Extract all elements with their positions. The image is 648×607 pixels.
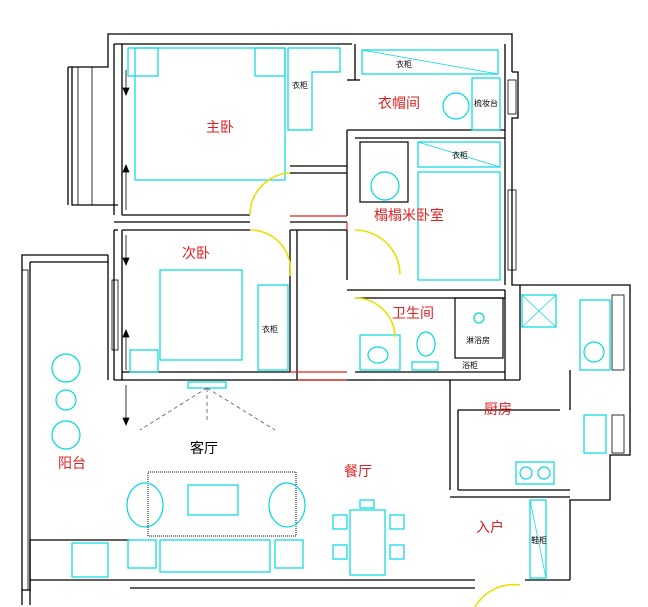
window-markers bbox=[122, 70, 130, 427]
bath-cabinet bbox=[359, 334, 401, 371]
dining-table bbox=[349, 509, 386, 576]
bathroom-door bbox=[354, 297, 396, 338]
label-kitchen: 厨房 bbox=[484, 402, 512, 418]
shower-room bbox=[454, 297, 504, 359]
master-nightstand-right bbox=[254, 47, 286, 77]
tatami-chair bbox=[370, 171, 400, 201]
second-bed bbox=[159, 269, 243, 361]
master-bed bbox=[134, 47, 286, 181]
balcony-plant-2 bbox=[55, 389, 77, 411]
tv-cabinet bbox=[187, 381, 227, 389]
label-entrance: 入户 bbox=[476, 519, 504, 536]
tv-sightlines bbox=[139, 387, 276, 431]
balcony-washer bbox=[71, 542, 109, 578]
armchair-left bbox=[126, 482, 164, 528]
label-wardrobe-master: 衣柜 bbox=[292, 80, 308, 90]
walls bbox=[21, 33, 631, 605]
side-table-left bbox=[127, 539, 157, 569]
kitchen-sink bbox=[583, 414, 607, 454]
tatami-door bbox=[354, 229, 401, 275]
label-wardrobe-top: 衣柜 bbox=[396, 59, 412, 69]
toilet bbox=[416, 331, 436, 357]
entrance-door bbox=[474, 583, 521, 607]
master-wardrobe bbox=[287, 47, 341, 131]
balcony-plant-1 bbox=[51, 353, 81, 383]
label-shoe-cabinet: 鞋柜 bbox=[531, 535, 547, 545]
doors bbox=[249, 172, 521, 607]
tatami-wardrobe bbox=[417, 141, 501, 168]
label-bath-cabinet: 浴柜 bbox=[462, 360, 478, 370]
label-dining-room: 餐厅 bbox=[344, 464, 372, 480]
top-wardrobe bbox=[361, 49, 499, 75]
second-nightstand bbox=[129, 349, 159, 373]
washing-machine bbox=[583, 341, 605, 363]
label-second-bedroom: 次卧 bbox=[182, 246, 210, 262]
label-balcony: 阳台 bbox=[58, 456, 86, 472]
dressing-table bbox=[471, 77, 501, 131]
thresholds bbox=[290, 215, 348, 381]
armchair-right bbox=[268, 482, 306, 528]
label-living-room: 客厅 bbox=[190, 440, 218, 457]
label-tatami-room: 榻榻米卧室 bbox=[374, 207, 444, 224]
second-door bbox=[249, 229, 292, 277]
side-table-right bbox=[274, 539, 304, 569]
master-nightstand-left bbox=[127, 47, 159, 77]
fridge bbox=[521, 294, 557, 328]
dressing-stool bbox=[442, 92, 470, 120]
label-wardrobe-tatami: 衣柜 bbox=[452, 150, 468, 160]
tatami-desk bbox=[359, 141, 409, 203]
toilet-tank bbox=[411, 361, 439, 371]
balcony-plant-3 bbox=[51, 420, 81, 450]
rug bbox=[147, 471, 297, 537]
coffee-table bbox=[187, 484, 239, 516]
tatami-platform bbox=[417, 171, 501, 281]
windows bbox=[21, 66, 625, 591]
label-walk-in-closet: 衣帽间 bbox=[378, 96, 420, 112]
washbasin bbox=[367, 346, 389, 364]
label-dressing-table: 梳妆台 bbox=[474, 98, 498, 108]
shoe-cabinet bbox=[529, 499, 547, 579]
sofa bbox=[159, 539, 271, 573]
shower-head bbox=[473, 312, 485, 324]
room-labels: 主卧 衣帽间 榻榻米卧室 次卧 卫生间 厨房 客厅 餐厅 阳台 入户 bbox=[58, 96, 512, 536]
master-door bbox=[249, 172, 291, 216]
label-bathroom: 卫生间 bbox=[392, 306, 434, 322]
fixture-labels: 衣柜 衣柜 梳妆台 衣柜 衣柜 淋浴房 浴柜 鞋柜 bbox=[262, 59, 547, 545]
label-wardrobe-second: 衣柜 bbox=[262, 324, 278, 334]
label-master-bedroom: 主卧 bbox=[206, 120, 234, 136]
stove bbox=[515, 461, 555, 485]
fixtures bbox=[51, 47, 611, 579]
second-wardrobe bbox=[257, 284, 289, 371]
label-shower: 淋浴房 bbox=[466, 335, 490, 345]
